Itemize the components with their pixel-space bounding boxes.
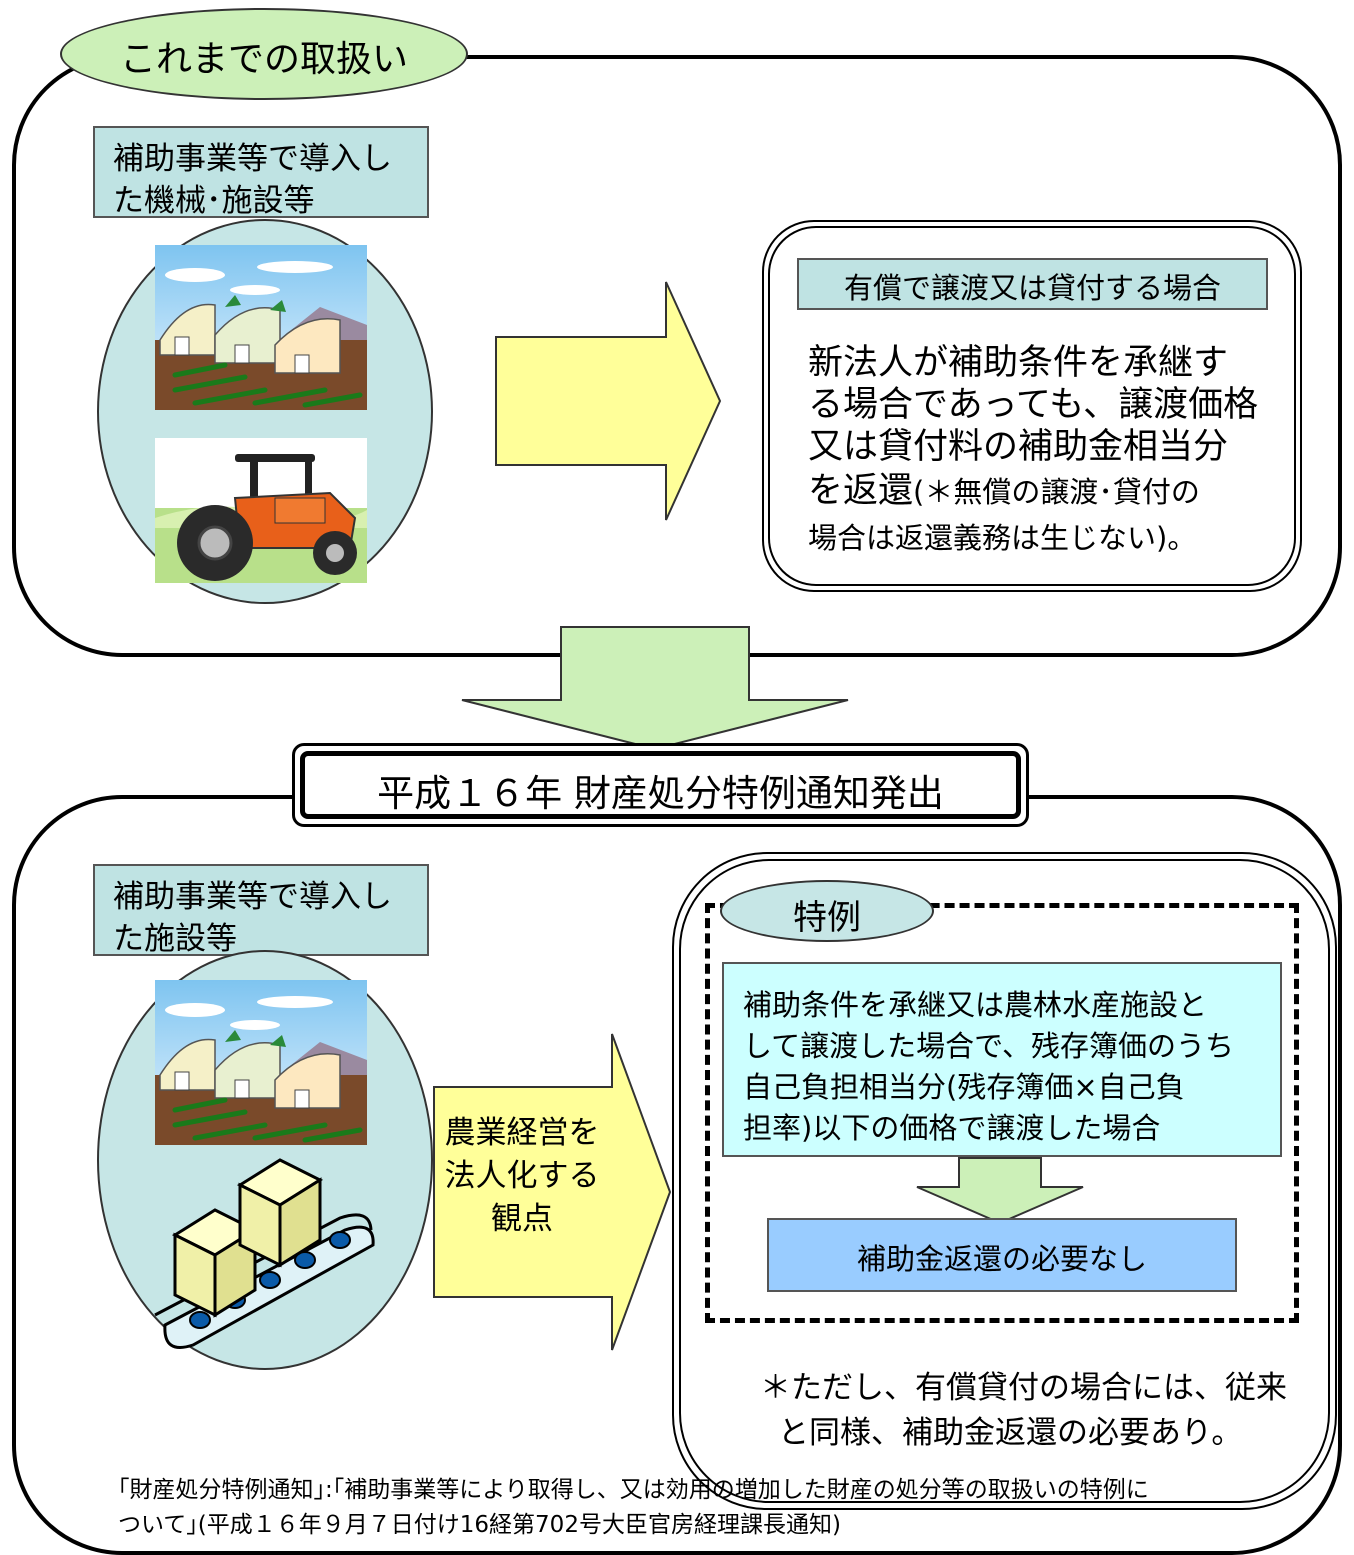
footnote-line2: ついて｣(平成１６年９月７日付け16経第702号大臣官房経理課長通知) (118, 1512, 841, 1538)
top-asset-label-line1: 補助事業等で導入し (113, 141, 392, 177)
top-case-body-line1: 新法人が補助条件を承継す (808, 343, 1229, 383)
greenhouse-illustration (155, 980, 367, 1145)
special-condition-line4: 担率)以下の価格で譲渡した場合 (743, 1111, 1161, 1145)
bottom-asset-label: 補助事業等で導入し た施設等 (93, 864, 429, 957)
top-case-body-line3: 又は貸付料の補助金相当分 (808, 427, 1229, 467)
top-case-body-line4: を返還(＊無償の譲渡･貸付の (808, 462, 1200, 513)
result-text: 補助金返還の必要なし (856, 1242, 1147, 1276)
special-note-line1: ＊ただし、有償貸付の場合には、従来 (760, 1370, 1287, 1406)
top-badge-label: これまでの取扱い (119, 39, 408, 80)
special-dashed-area (705, 903, 1299, 1323)
special-note-line2: と同様、補助金返還の必要あり。 (778, 1415, 1243, 1451)
special-condition-line1: 補助条件を承継又は農林水産施設と (743, 988, 1208, 1022)
bottom-asset-label-line1: 補助事業等で導入し (113, 879, 392, 915)
bottom-arrow-text-line2: 法人化する (444, 1158, 600, 1194)
top-case-body-line5: 場合は返還義務は生じない)。 (808, 521, 1197, 555)
top-badge (60, 8, 468, 100)
top-case-body-line4-note: (＊無償の譲渡･貸付の (913, 475, 1200, 509)
top-asset-label: 補助事業等で導入し た機械･施設等 (93, 126, 429, 219)
special-badge (720, 880, 934, 942)
bottom-asset-label-line2: た施設等 (113, 921, 237, 957)
down-arrow (916, 1157, 1084, 1225)
bottom-arrow-text-line1: 農業経営を (444, 1115, 600, 1151)
special-badge-label: 特例 (793, 898, 861, 938)
top-case-title-box (797, 258, 1268, 310)
transition-banner-text: 平成１６年 財産処分特例通知発出 (377, 772, 944, 815)
top-case-body-line4-main: を返還 (808, 471, 914, 511)
down-arrow (461, 626, 849, 751)
bottom-arrow-text-line3: 観点 (491, 1201, 553, 1237)
top-case-title: 有償で譲渡又は貸付する場合 (843, 271, 1221, 305)
result-box (767, 1218, 1237, 1292)
greenhouse-illustration (155, 245, 367, 410)
tractor-illustration (155, 438, 367, 583)
right-arrow (433, 1033, 672, 1351)
special-condition-line2: して譲渡した場合で、残存簿価のうち (743, 1029, 1234, 1063)
transition-banner (292, 743, 1029, 827)
top-case-body-line2: る場合であっても、譲渡価格 (808, 385, 1259, 425)
right-arrow (495, 281, 722, 521)
top-asset-label-line2: た機械･施設等 (113, 183, 315, 219)
special-condition-line3: 自己負担相当分(残存簿価×自己負 (743, 1070, 1185, 1104)
special-condition-box (722, 962, 1282, 1157)
conveyor-boxes-illustration (154, 1158, 375, 1349)
footnote-line1: ｢財産処分特例通知｣:｢補助事業等により取得し、又は効用の増加した財産の処分等の… (118, 1477, 1149, 1503)
